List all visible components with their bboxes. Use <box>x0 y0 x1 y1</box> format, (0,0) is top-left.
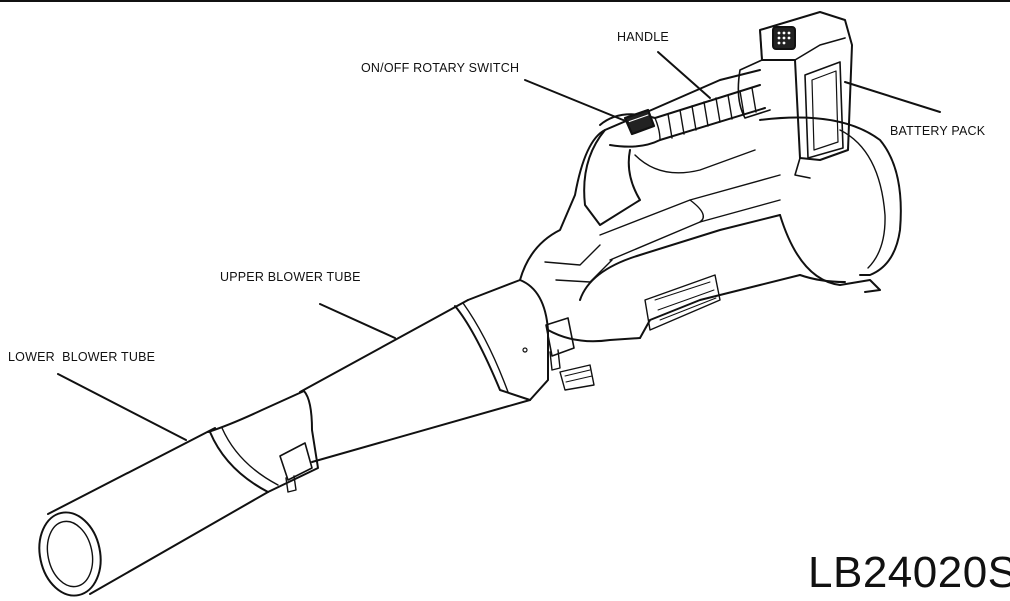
leader-handle <box>657 51 711 99</box>
label-upper-tube: UPPER BLOWER TUBE <box>220 270 361 284</box>
label-lower-tube: LOWER BLOWER TUBE <box>8 350 156 364</box>
label-battery-pack: BATTERY PACK <box>890 124 986 138</box>
leader-battery <box>844 81 941 113</box>
label-rotary-switch: ON/OFF ROTARY SWITCH <box>361 61 520 75</box>
leader-lower-tube <box>57 373 187 441</box>
leader-lines <box>57 51 941 441</box>
upper-blower-tube <box>299 279 595 463</box>
handle-grip <box>583 84 766 226</box>
blower-housing <box>519 69 902 343</box>
rotary-switch <box>623 108 656 136</box>
model-number: LB24020S <box>808 548 1010 597</box>
battery-pack <box>737 11 853 179</box>
label-handle: HANDLE <box>617 30 669 44</box>
leader-upper-tube <box>319 303 396 339</box>
leader-switch <box>524 79 629 123</box>
lower-blower-tube <box>38 390 319 597</box>
